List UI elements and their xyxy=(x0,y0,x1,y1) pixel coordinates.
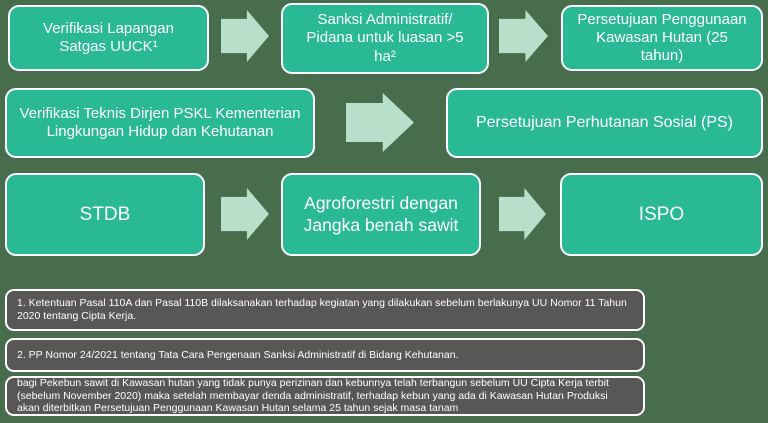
step-agroforestri: Agroforestri dengan Jangka benah sawit xyxy=(281,173,481,256)
step-stdb: STDB xyxy=(5,173,205,256)
step-verifikasi-teknis: Verifikasi Teknis Dirjen PSKL Kementeria… xyxy=(5,88,315,158)
step-sanksi-administratif: Sanksi Administratif/ Pidana untuk luasa… xyxy=(281,3,489,74)
arrow-right-icon xyxy=(499,10,548,62)
footnote-pekebun-sawit: bagi Pekebun sawit di Kawasan hutan yang… xyxy=(5,376,645,416)
step-persetujuan-perhutanan-sosial: Persetujuan Perhutanan Sosial (PS) xyxy=(446,88,763,158)
footnote-pasal-110: 1. Ketentuan Pasal 110A dan Pasal 110B d… xyxy=(5,289,645,331)
step-ispo: ISPO xyxy=(560,173,763,256)
step-verifikasi-lapangan: Verifikasi Lapangan Satgas UUCK¹ xyxy=(8,5,209,71)
arrow-right-icon xyxy=(221,188,269,240)
arrow-right-icon xyxy=(221,10,269,62)
footnote-pp-24-2021: 2. PP Nomor 24/2021 tentang Tata Cara Pe… xyxy=(5,338,645,372)
arrow-right-icon xyxy=(499,188,546,240)
step-persetujuan-penggunaan-kawasan: Persetujuan Penggunaan Kawasan Hutan (25… xyxy=(561,5,763,71)
arrow-right-icon xyxy=(346,93,414,152)
